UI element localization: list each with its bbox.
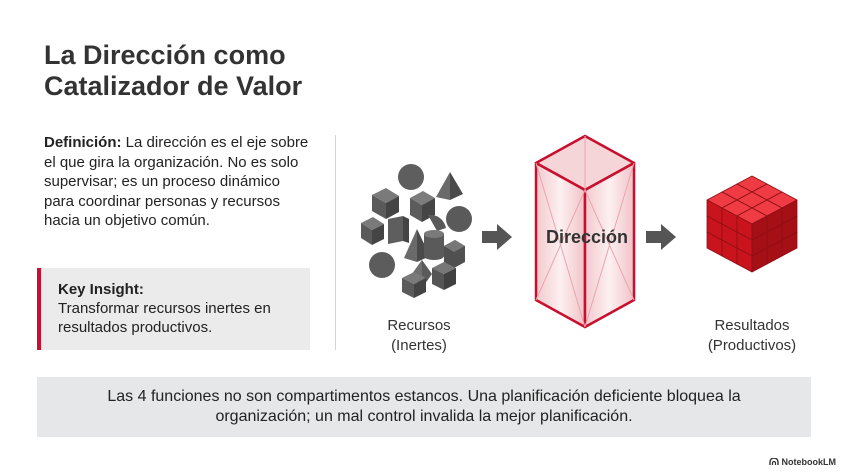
definition-label: Definición:	[44, 134, 122, 151]
brand-watermark: NotebookLM	[768, 457, 837, 467]
results-caption: Resultados (Productivos)	[692, 316, 812, 356]
brand-name: NotebookLM	[781, 457, 837, 467]
productive-results-cube	[706, 175, 798, 273]
shape-cube-1	[372, 188, 399, 219]
title-line-1: La Dirección como	[44, 40, 286, 70]
shape-pyramid-1	[436, 172, 463, 200]
shape-wedge	[428, 214, 446, 231]
results-caption-line-2: (Productivos)	[707, 337, 797, 354]
definition-text: Definición: La dirección es el eje sobre…	[44, 133, 314, 231]
page-title: La Dirección como Catalizador de Valor	[44, 40, 302, 102]
shape-sphere-1	[398, 164, 424, 190]
section-divider	[335, 135, 336, 350]
bottom-note: Las 4 funciones no son compartimentos es…	[37, 377, 811, 437]
cube-block	[736, 207, 768, 241]
direction-label: Dirección	[546, 227, 628, 247]
notebooklm-logo-icon	[768, 458, 779, 465]
results-caption-line-1: Resultados	[714, 317, 790, 334]
title-line-2: Catalizador de Valor	[44, 71, 303, 101]
key-insight-text: Transformar recursos inertes en resultad…	[58, 300, 271, 336]
shape-sphere-3	[369, 252, 395, 278]
resources-caption: Recursos (Inertes)	[372, 316, 466, 356]
resources-caption-line-2: (Inertes)	[391, 337, 447, 354]
shape-cube-3	[402, 272, 426, 298]
resources-caption-line-1: Recursos	[387, 317, 451, 334]
shape-sphere-2	[446, 206, 472, 232]
shape-cube-2	[361, 217, 384, 245]
direction-prism: Dirección	[534, 134, 636, 329]
arrow-right-icon	[482, 224, 512, 250]
bottom-note-line-1: Las 4 funciones no son compartimentos es…	[107, 388, 741, 405]
key-insight-callout: Key Insight: Transformar recursos inerte…	[37, 268, 310, 350]
shape-cylinder	[424, 230, 444, 260]
shape-step-block	[432, 262, 456, 290]
shape-l-block	[444, 240, 465, 268]
shape-prism	[388, 216, 409, 244]
bottom-note-line-2: organización; un mal control invalida la…	[215, 408, 633, 425]
arrow-right-icon	[646, 224, 676, 250]
key-insight-label: Key Insight:	[58, 281, 144, 298]
definition-body: La dirección es el eje sobre el que gira…	[44, 134, 309, 229]
inert-resources-shapes	[361, 164, 472, 298]
